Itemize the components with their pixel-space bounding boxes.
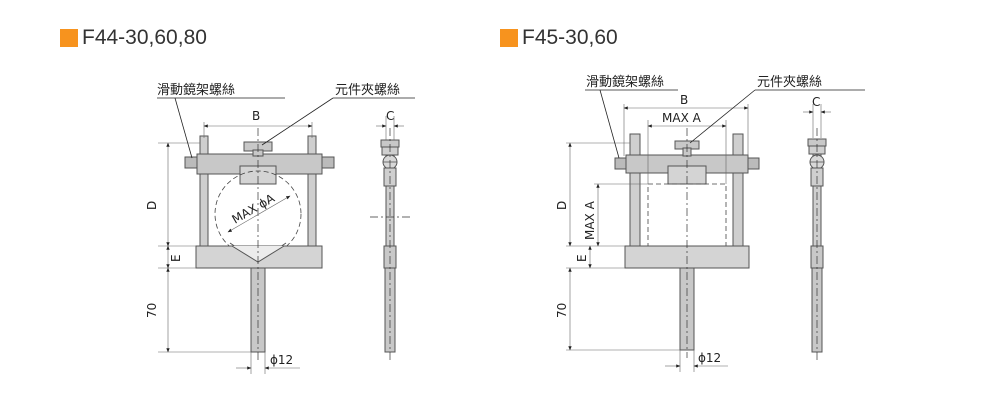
left-title: F44-30,60,80 bbox=[60, 24, 207, 52]
right-dim-phi12: ϕ12 bbox=[698, 351, 721, 365]
left-max-phi-label: MAX ϕA bbox=[230, 191, 278, 227]
left-dim-phi12: ϕ12 bbox=[270, 353, 293, 367]
left-clamp-screw-label: 元件夾螺絲 bbox=[335, 83, 400, 98]
left-dim-70: 70 bbox=[145, 303, 159, 318]
left-front-view: MAX ϕA B D E 70 ϕ12 滑動鏡架螺絲 元件夾螺絲 bbox=[145, 83, 415, 374]
right-front-view: B MAX A D MAX A E 70 ϕ12 滑動鏡架螺絲 bbox=[555, 75, 865, 372]
right-title: F45-30,60 bbox=[500, 24, 618, 52]
right-side-view: C bbox=[803, 95, 831, 360]
left-dim-c: C bbox=[386, 109, 394, 123]
right-dim-d: D bbox=[555, 201, 569, 210]
left-slide-screw-label: 滑動鏡架螺絲 bbox=[157, 83, 235, 98]
left-title-text: F44-30,60,80 bbox=[82, 26, 207, 49]
right-max-a-top: MAX A bbox=[662, 111, 702, 125]
right-max-a-side: MAX A bbox=[583, 200, 597, 240]
right-dim-70: 70 bbox=[555, 303, 569, 318]
right-slide-screw-label: 滑動鏡架螺絲 bbox=[586, 75, 664, 90]
orange-square-icon bbox=[500, 29, 518, 47]
left-dim-d: D bbox=[145, 201, 159, 210]
orange-square-icon bbox=[60, 29, 78, 47]
right-dim-c: C bbox=[812, 95, 820, 109]
right-clamp-screw-label: 元件夾螺絲 bbox=[757, 75, 822, 90]
right-dim-e: E bbox=[575, 254, 589, 262]
right-dim-b: B bbox=[680, 93, 688, 107]
left-dim-e: E bbox=[169, 254, 183, 262]
right-title-text: F45-30,60 bbox=[522, 26, 618, 49]
left-dim-b: B bbox=[252, 109, 260, 123]
left-side-view: C bbox=[370, 109, 410, 360]
